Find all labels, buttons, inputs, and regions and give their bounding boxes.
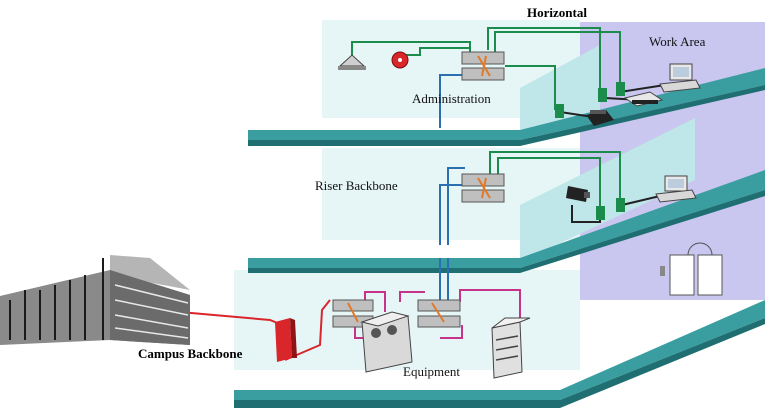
label-riser-backbone: Riser Backbone: [315, 178, 398, 193]
horizontal-cables-top: [351, 27, 621, 110]
server-icon: [360, 311, 413, 373]
patch-panel-icon: [461, 173, 505, 203]
wall-top-left: [322, 20, 580, 118]
label-campus-backbone: Campus Backbone: [138, 346, 243, 361]
wall-outlet-icon: [616, 198, 625, 212]
telephone-icon: [586, 110, 614, 126]
wall-outlet-icon: [598, 88, 607, 102]
building-icon: [0, 255, 190, 345]
partition-mid: [520, 118, 695, 262]
back-wall-top: [578, 22, 765, 70]
horizontal-cables-mid: [489, 151, 621, 210]
label-horizontal: Horizontal: [527, 5, 587, 20]
label-equipment: Equipment: [403, 364, 460, 379]
wall-outlet-icon: [616, 82, 625, 96]
floor-ground-edge: [234, 318, 765, 408]
floor-mid: [248, 170, 765, 268]
camera-icon: [566, 186, 590, 202]
computer-icon: [659, 63, 701, 93]
door-icon: [660, 242, 723, 296]
patch-panel-icon: [461, 51, 505, 81]
patch-panel-icon: [417, 299, 461, 328]
wall-outlet-icon: [555, 104, 564, 118]
equipment-rack-icon: [491, 317, 531, 379]
label-work-area: Work Area: [649, 34, 706, 49]
entrance-panel-icon: [275, 318, 297, 362]
riser-backbone-cables: [439, 74, 470, 300]
partition-top: [520, 45, 600, 130]
computer-icon: [655, 175, 697, 203]
campus-to-equipment-cable: [284, 299, 331, 361]
printer-icon: [623, 91, 664, 107]
floor-top: [248, 68, 765, 140]
ceiling-speaker-icon: [338, 54, 366, 70]
label-administration: Administration: [412, 91, 491, 106]
alarm-icon: [391, 51, 409, 69]
wall-outlet-icon: [596, 206, 605, 220]
floor-ground: [234, 300, 765, 400]
equipment-room-cables: [354, 289, 521, 339]
wall-mid-left: [322, 148, 580, 240]
